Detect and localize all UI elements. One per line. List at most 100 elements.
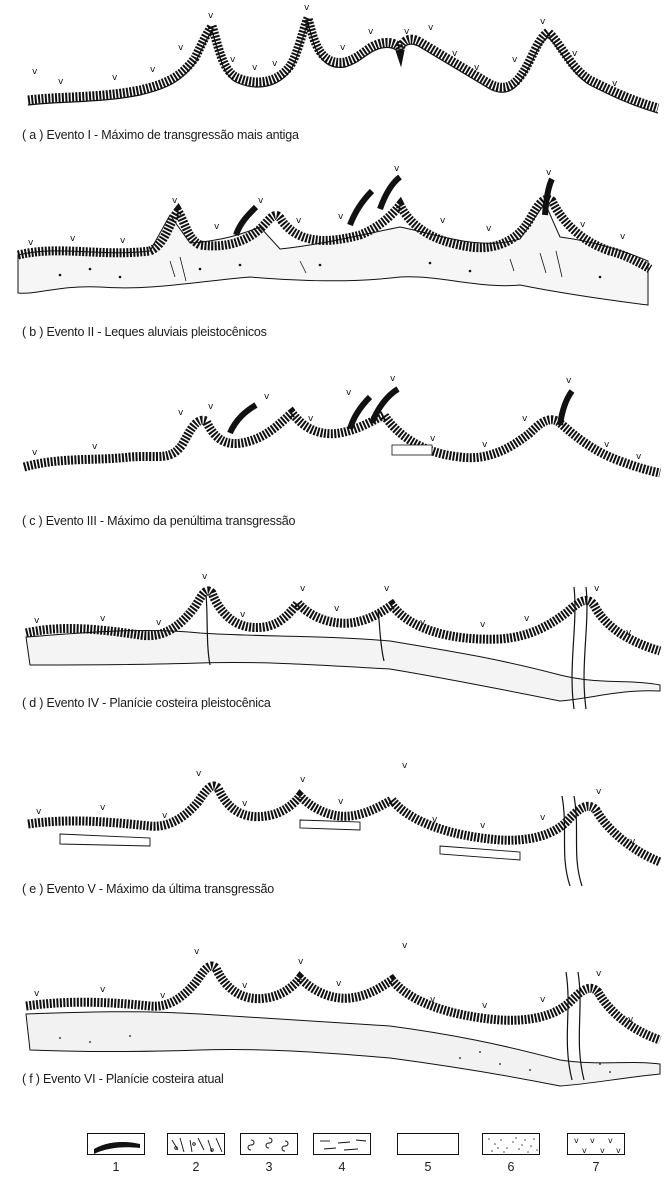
svg-text:v: v	[338, 797, 344, 807]
svg-text:v: v	[120, 236, 126, 246]
svg-text:v: v	[432, 815, 438, 825]
panel-b-caption: ( b ) Evento II - Leques aluviais pleist…	[22, 325, 267, 339]
svg-text:v: v	[546, 168, 552, 178]
svg-text:v: v	[272, 59, 278, 69]
svg-text:v: v	[368, 27, 374, 37]
legend-item-1: 1	[85, 1133, 147, 1174]
svg-text:v: v	[34, 989, 40, 999]
svg-text:v: v	[298, 957, 304, 967]
svg-text:v: v	[194, 947, 200, 957]
svg-text:v: v	[608, 1136, 613, 1145]
panel-c: vvvv vvvv vvvv vv ( c ) Evento III - Máx…	[0, 375, 665, 535]
svg-text:v: v	[582, 1146, 587, 1155]
svg-text:v: v	[440, 216, 446, 226]
svg-text:v: v	[596, 787, 602, 797]
svg-text:v: v	[480, 620, 486, 630]
svg-text:v: v	[590, 1136, 595, 1145]
panel-b: vvvv vvvv vvvv vv ( b ) Evento II - Lequ…	[0, 165, 665, 350]
svg-text:v: v	[600, 1146, 605, 1155]
svg-text:v: v	[178, 43, 184, 53]
legend-swatch-lagoon	[240, 1133, 298, 1155]
svg-text:v: v	[100, 985, 106, 995]
svg-text:v: v	[480, 821, 486, 831]
svg-text:v: v	[92, 442, 98, 452]
svg-text:v: v	[208, 11, 214, 21]
svg-text:v: v	[308, 414, 314, 424]
svg-text:v: v	[112, 73, 118, 83]
svg-text:v: v	[594, 584, 600, 594]
legend-swatch-cliff	[87, 1133, 145, 1155]
svg-text:v: v	[202, 572, 208, 582]
svg-text:v: v	[100, 803, 106, 813]
svg-text:v: v	[264, 392, 270, 402]
legend-item-4: 4	[311, 1133, 373, 1174]
panel-c-caption: ( c ) Evento III - Máximo da penúltima t…	[22, 514, 295, 528]
legend-number: 3	[238, 1160, 300, 1174]
svg-text:v: v	[604, 440, 610, 450]
svg-text:v: v	[402, 761, 408, 771]
legend-item-2: 2	[165, 1133, 227, 1174]
legend-swatch-alluvial	[167, 1133, 225, 1155]
panel-d-caption: ( d ) Evento IV - Planície costeira plei…	[22, 696, 271, 710]
svg-text:v: v	[482, 1001, 488, 1011]
svg-text:v: v	[208, 402, 214, 412]
svg-text:v: v	[300, 775, 306, 785]
svg-text:v: v	[346, 388, 352, 398]
svg-text:v: v	[100, 614, 106, 624]
svg-text:v: v	[162, 811, 168, 821]
svg-text:v: v	[334, 604, 340, 614]
panel-f-caption: ( f ) Evento VI - Planície costeira atua…	[22, 1072, 224, 1086]
svg-text:v: v	[636, 452, 642, 462]
svg-text:v: v	[428, 23, 434, 33]
svg-text:v: v	[336, 979, 342, 989]
legend-item-5: 5	[397, 1133, 459, 1174]
svg-text:v: v	[402, 941, 408, 951]
panel-e-caption: ( e ) Evento V - Máximo da última transg…	[22, 882, 274, 896]
svg-text:v: v	[150, 65, 156, 75]
svg-text:v: v	[430, 434, 436, 444]
svg-text:v: v	[156, 618, 162, 628]
svg-text:v: v	[626, 628, 632, 638]
svg-text:v: v	[384, 584, 390, 594]
svg-text:v: v	[258, 196, 264, 206]
svg-text:v: v	[474, 63, 480, 73]
svg-text:v: v	[628, 1015, 634, 1025]
legend-number: 6	[480, 1160, 542, 1174]
legend: 1 2 3 4 5	[0, 1133, 665, 1191]
svg-text:v: v	[36, 807, 42, 817]
legend-item-6: 6	[480, 1133, 542, 1174]
svg-text:v: v	[566, 376, 572, 386]
svg-text:v: v	[32, 67, 38, 77]
legend-swatch-blank	[397, 1133, 459, 1155]
svg-text:v: v	[304, 3, 310, 13]
svg-text:v: v	[574, 1136, 579, 1145]
svg-text:v: v	[160, 991, 166, 1001]
legend-swatch-vegetation: vvv vvv	[567, 1133, 625, 1155]
svg-text:v: v	[58, 77, 64, 87]
legend-number: 7	[565, 1160, 627, 1174]
legend-item-7: vvv vvv 7	[565, 1133, 627, 1174]
svg-text:v: v	[214, 222, 220, 232]
legend-number: 4	[311, 1160, 373, 1174]
legend-swatch-marsh	[313, 1133, 371, 1155]
svg-text:v: v	[572, 49, 578, 59]
svg-text:v: v	[230, 55, 236, 65]
svg-text:v: v	[242, 799, 248, 809]
svg-text:v: v	[390, 374, 396, 384]
svg-text:v: v	[612, 79, 618, 89]
svg-text:v: v	[430, 995, 436, 1005]
panel-b-illustration: vvvv vvvv vvvv vv	[0, 165, 665, 350]
svg-text:v: v	[240, 610, 246, 620]
svg-text:v: v	[296, 216, 302, 226]
panel-e: vvvv vvvv vvvv v ( e ) Evento V - Máximo…	[0, 760, 665, 910]
svg-text:v: v	[452, 49, 458, 59]
svg-text:v: v	[178, 408, 184, 418]
panel-a-caption: ( a ) Evento I - Máximo de transgressão …	[22, 128, 299, 142]
svg-text:v: v	[394, 164, 400, 174]
svg-text:v: v	[580, 220, 586, 230]
svg-text:v: v	[420, 618, 426, 628]
panel-f: vvvv vvvv vvvv v ( f ) Evento VI - Planí…	[0, 940, 665, 1100]
svg-text:v: v	[404, 27, 410, 37]
legend-number: 1	[85, 1160, 147, 1174]
svg-text:v: v	[512, 55, 518, 65]
